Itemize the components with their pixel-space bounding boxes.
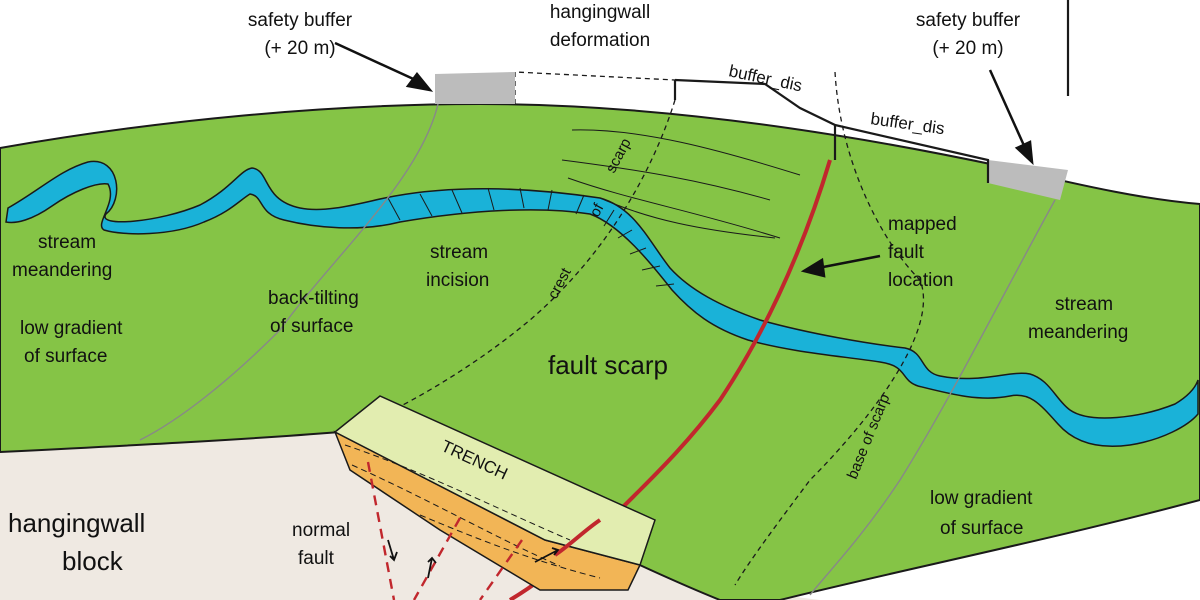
back-tilting-label-2: of surface xyxy=(270,316,353,337)
scarp-surface-lines xyxy=(561,129,801,239)
normal-fault-lines xyxy=(366,461,523,600)
safety-buffer-right-box xyxy=(988,160,1068,200)
buffer-dis-label-2: buffer_dis xyxy=(869,109,945,138)
buffer-dis-label-1: buffer_dis xyxy=(727,61,804,95)
stream-meandering-left-2: meandering xyxy=(12,260,112,281)
safety-buffer-right-amount: (+ 20 m) xyxy=(932,38,1003,59)
trench-fault-segment xyxy=(553,518,602,557)
safety-buffer-right-label: safety buffer xyxy=(916,10,1021,31)
hangingwall-deformation-outline xyxy=(514,71,676,104)
fault-scarp-label: fault scarp xyxy=(548,350,668,380)
hangingwall-deformation-label-2: deformation xyxy=(550,30,650,51)
mapped-fault-label-3: location xyxy=(888,270,954,291)
hangingwall-block-label-1: hangingwall xyxy=(8,508,145,538)
stream xyxy=(5,160,1199,448)
stream-meandering-right-2: meandering xyxy=(1028,322,1128,343)
mapped-fault-label-1: mapped xyxy=(888,214,957,235)
low-gradient-right-1: low gradient xyxy=(930,488,1033,509)
trench-layer-lines xyxy=(344,444,601,579)
safety-buffer-left-label: safety buffer xyxy=(248,10,353,31)
stream-incision-hatch xyxy=(387,187,675,287)
low-gradient-left-1: low gradient xyxy=(20,318,123,339)
buffer-dis-line xyxy=(673,78,990,183)
normal-fault-label-2: fault xyxy=(298,548,335,569)
crest-of-scarp-line xyxy=(344,99,676,433)
normal-fault-label-1: normal xyxy=(292,520,350,541)
stream-meandering-left-1: stream xyxy=(38,232,96,253)
stream-incision-label-1: stream xyxy=(430,242,488,263)
low-gradient-right-2: of surface xyxy=(940,518,1023,539)
back-tilting-label-1: back-tilting xyxy=(268,288,359,309)
trench-top xyxy=(333,395,656,566)
surface-slope-lines xyxy=(139,103,1056,596)
pointer-arrows xyxy=(334,41,1034,278)
low-gradient-left-2: of surface xyxy=(24,346,107,367)
safety-buffer-left-amount: (+ 20 m) xyxy=(264,38,335,59)
fault-slip-arrows xyxy=(387,539,560,579)
base-of-scarp-line xyxy=(734,71,925,586)
stream-meandering-right-1: stream xyxy=(1055,294,1113,315)
hangingwall-deformation-label-1: hangingwall xyxy=(550,2,650,23)
mapped-fault-label-2: fault xyxy=(888,242,925,263)
hangingwall-block-label-2: block xyxy=(62,546,124,576)
safety-buffer-left-box xyxy=(435,72,515,104)
stream-incision-label-2: incision xyxy=(426,270,489,291)
